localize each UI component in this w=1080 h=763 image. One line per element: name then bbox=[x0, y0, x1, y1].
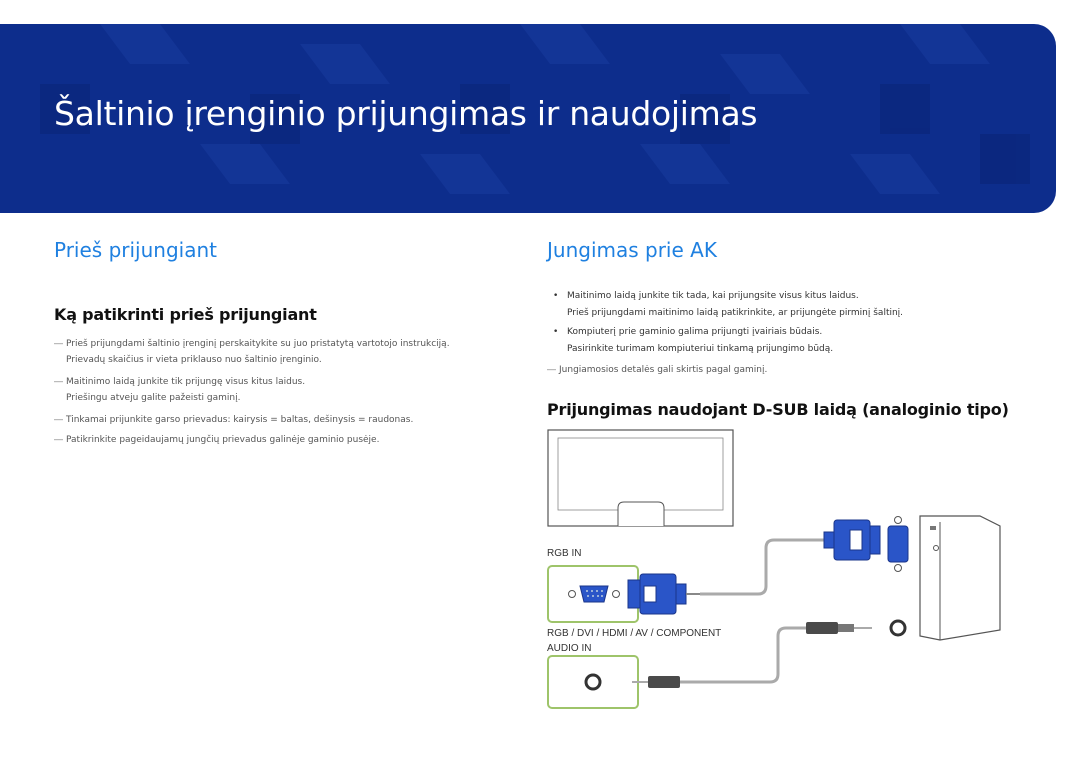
bullet-icon: • bbox=[553, 291, 559, 301]
bullet-text: Maitinimo laidą junkite tik tada, kai pr… bbox=[567, 291, 859, 301]
note-item: ― Jungiamosios detalės gali skirtis paga… bbox=[547, 362, 767, 378]
list-item: • Maitinimo laidą junkite tik tada, kai … bbox=[547, 288, 903, 322]
note-item: ― Patikrinkite pageidaujamų jungčių prie… bbox=[54, 432, 450, 448]
pc-audio-jack-icon bbox=[889, 619, 907, 637]
note-text-continued: Priešingu atveju galite pažeisti gaminį. bbox=[66, 393, 241, 403]
rgb-in-port-panel bbox=[547, 565, 639, 623]
section-heading-connecting-to-pc: Jungimas prie AK bbox=[547, 238, 717, 262]
note-dash-icon: ― bbox=[54, 435, 63, 445]
note-text: Jungiamosios detalės gali skirtis pagal … bbox=[559, 365, 768, 375]
header-banner: Šaltinio įrenginio prijungimas ir naudoj… bbox=[0, 24, 1056, 213]
note-dash-icon: ― bbox=[54, 377, 63, 387]
audio-plug-monitor-icon bbox=[632, 676, 680, 688]
note-text: Patikrinkite pageidaujamų jungčių prieva… bbox=[66, 435, 380, 445]
list-item: • Kompiuterį prie gaminio galima prijung… bbox=[547, 324, 903, 358]
audio-in-label-line1: RGB / DVI / HDMI / AV / COMPONENT bbox=[547, 628, 721, 639]
bullet-text-continued: Pasirinkite turimam kompiuteriui tinkamą… bbox=[567, 344, 834, 354]
note-dash-icon: ― bbox=[54, 339, 63, 349]
audio-plug-pc-icon bbox=[806, 622, 872, 634]
banner-cube-pattern bbox=[40, 24, 1030, 194]
section-heading-before-connecting: Prieš prijungiant bbox=[54, 238, 217, 262]
pc-vga-port-icon bbox=[887, 516, 909, 572]
note-item: ― Maitinimo laidą junkite tik prijungę v… bbox=[54, 374, 450, 406]
note-text: Prieš prijungdami šaltinio įrenginį pers… bbox=[66, 339, 450, 349]
vga-plug-monitor-icon bbox=[627, 573, 700, 615]
note-dash-icon: ― bbox=[54, 415, 63, 425]
audio-in-port-panel bbox=[547, 655, 639, 709]
right-bullet-list: • Maitinimo laidą junkite tik tada, kai … bbox=[547, 288, 903, 360]
note-text: Maitinimo laidą junkite tik prijungę vis… bbox=[66, 377, 306, 387]
vga-plug-pc-icon bbox=[823, 519, 881, 561]
note-item: ― Prieš prijungdami šaltinio įrenginį pe… bbox=[54, 336, 450, 368]
subheading-dsub-connection: Prijungimas naudojant D-SUB laidą (analo… bbox=[547, 400, 1009, 419]
subheading-what-to-check: Ką patikrinti prieš prijungiant bbox=[54, 305, 317, 324]
monitor-back-icon bbox=[547, 429, 734, 527]
bullet-icon: • bbox=[553, 327, 559, 337]
note-dash-icon: ― bbox=[547, 365, 556, 375]
note-item: ― Tinkamai prijunkite garso prievadus: k… bbox=[54, 412, 450, 428]
pc-tower-icon bbox=[919, 515, 1001, 641]
page-title: Šaltinio įrenginio prijungimas ir naudoj… bbox=[54, 94, 758, 133]
audio-in-label-line2: AUDIO IN bbox=[547, 643, 591, 654]
audio-cable bbox=[680, 626, 806, 684]
dsub-connection-diagram: RGB IN RGB / bbox=[547, 429, 1001, 709]
note-text-continued: Prievadų skaičius ir vieta priklauso nuo… bbox=[66, 355, 322, 365]
left-notes-list: ― Prieš prijungdami šaltinio įrenginį pe… bbox=[54, 336, 450, 450]
right-note: ― Jungiamosios detalės gali skirtis paga… bbox=[547, 362, 767, 380]
rgb-in-label: RGB IN bbox=[547, 548, 581, 559]
bullet-text: Kompiuterį prie gaminio galima prijungti… bbox=[567, 327, 823, 337]
vga-cable bbox=[700, 538, 824, 596]
note-text: Tinkamai prijunkite garso prievadus: kai… bbox=[66, 415, 414, 425]
bullet-text-continued: Prieš prijungdami maitinimo laidą patikr… bbox=[567, 308, 904, 318]
